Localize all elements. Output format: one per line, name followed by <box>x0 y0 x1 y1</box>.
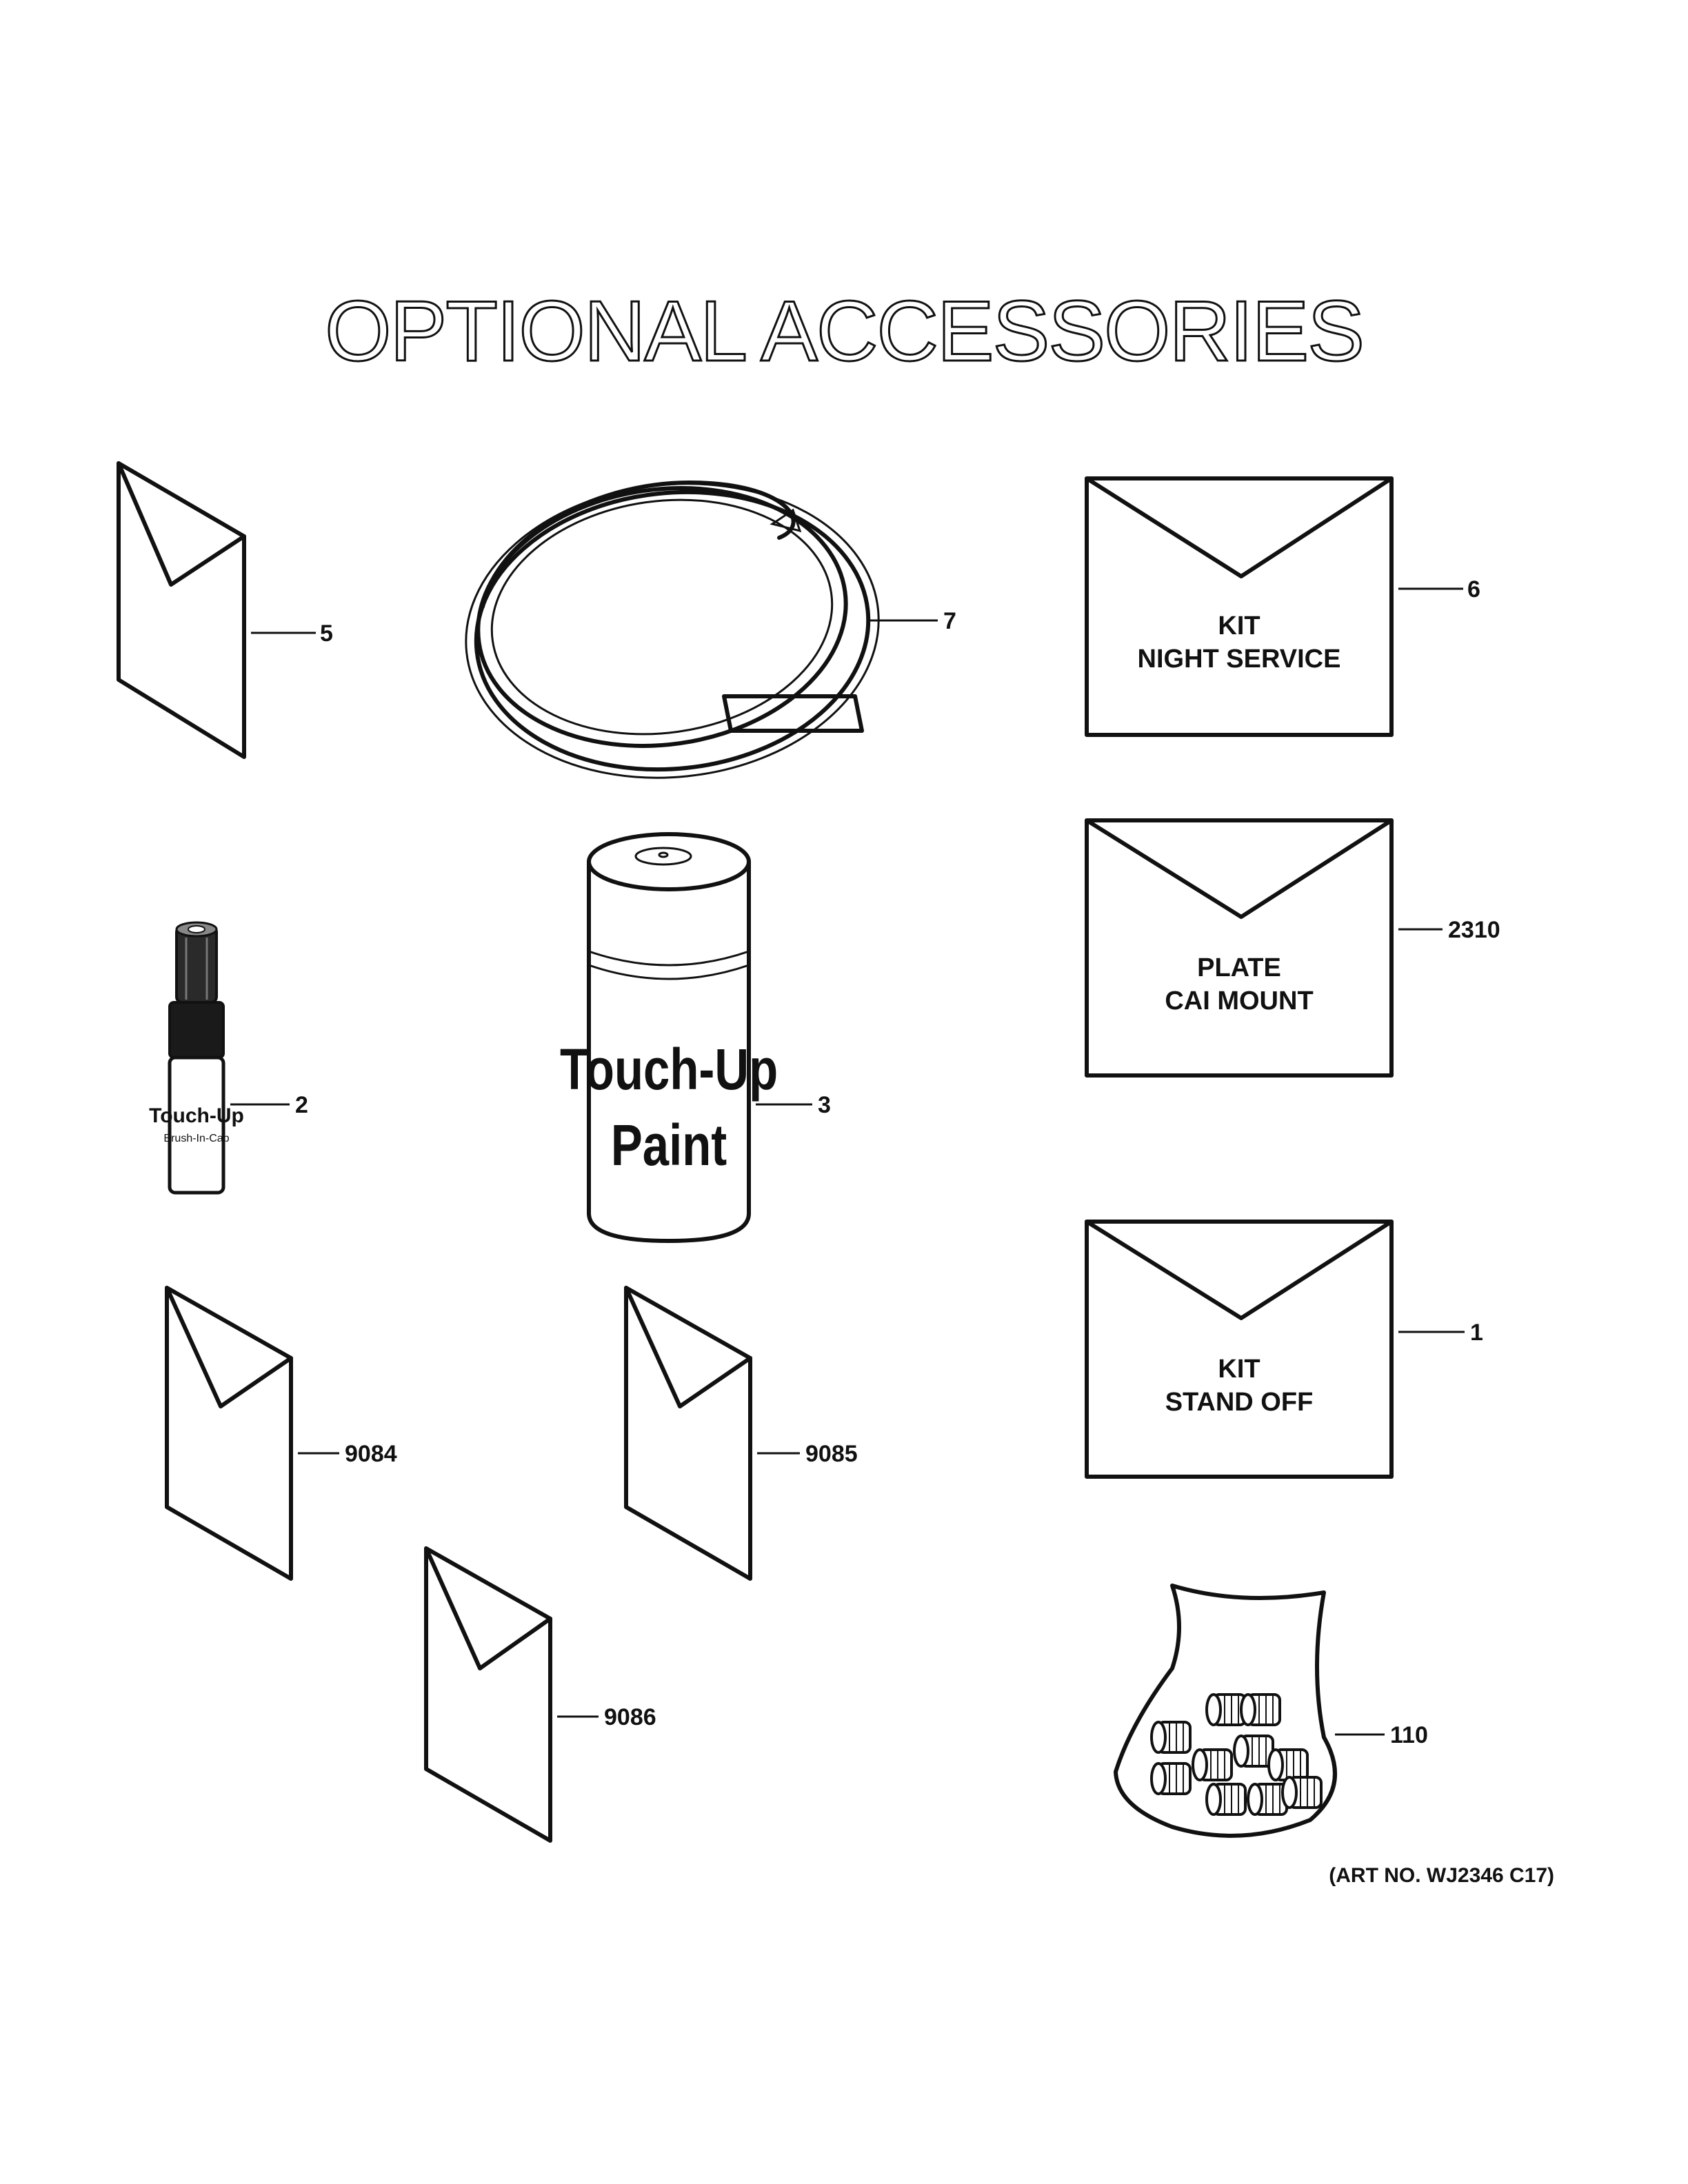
envelope-1-line2: STAND OFF <box>1165 1388 1314 1417</box>
part-110-standoff-bag <box>1114 1584 1337 1838</box>
envelope-2310-line1: PLATE <box>1197 953 1281 982</box>
callout-9086: 9086 <box>604 1704 656 1730</box>
spray-can-label-line1: Touch-Up <box>560 1038 778 1102</box>
callout-7: 7 <box>943 608 956 634</box>
callout-3: 3 <box>818 1092 831 1118</box>
callout-110: 110 <box>1390 1722 1428 1748</box>
part-9085-card <box>624 1286 752 1581</box>
callout-6: 6 <box>1467 576 1480 603</box>
diagram-title: OPTIONAL ACCESSORIES <box>324 283 1366 381</box>
part-7-gasket-coil <box>465 481 880 779</box>
callout-5: 5 <box>320 620 333 647</box>
part-6-envelope: KIT NIGHT SERVICE <box>1085 476 1394 737</box>
part-1-envelope: KIT STAND OFF <box>1085 1220 1394 1479</box>
part-2310-envelope: PLATE CAI MOUNT <box>1085 818 1394 1078</box>
callout-9085: 9085 <box>805 1441 858 1467</box>
standoff-fasteners <box>1150 1693 1323 1816</box>
pen-label-line2: Brush-In-Cap <box>163 1133 229 1144</box>
part-5-card <box>117 461 246 759</box>
pen-label-line1: Touch-Up <box>149 1104 244 1127</box>
callout-2: 2 <box>295 1092 308 1118</box>
spray-can-label-line2: Paint <box>611 1113 727 1178</box>
part-9084-card <box>165 1286 293 1581</box>
callout-9084: 9084 <box>345 1441 397 1467</box>
part-2-touch-up-pen: Touch-Up Brush-In-Cap <box>149 921 244 1195</box>
part-9086-card <box>424 1546 552 1843</box>
art-number: (ART NO. WJ2346 C17) <box>1329 1864 1554 1887</box>
envelope-1-line1: KIT <box>1218 1355 1260 1384</box>
callout-1: 1 <box>1470 1320 1483 1346</box>
envelope-6-line2: NIGHT SERVICE <box>1138 645 1341 674</box>
envelope-2310-line2: CAI MOUNT <box>1165 987 1313 1015</box>
envelope-6-line1: KIT <box>1218 611 1260 640</box>
part-3-spray-can: Touch-Up Paint <box>560 832 778 1243</box>
callout-2310: 2310 <box>1448 917 1500 943</box>
